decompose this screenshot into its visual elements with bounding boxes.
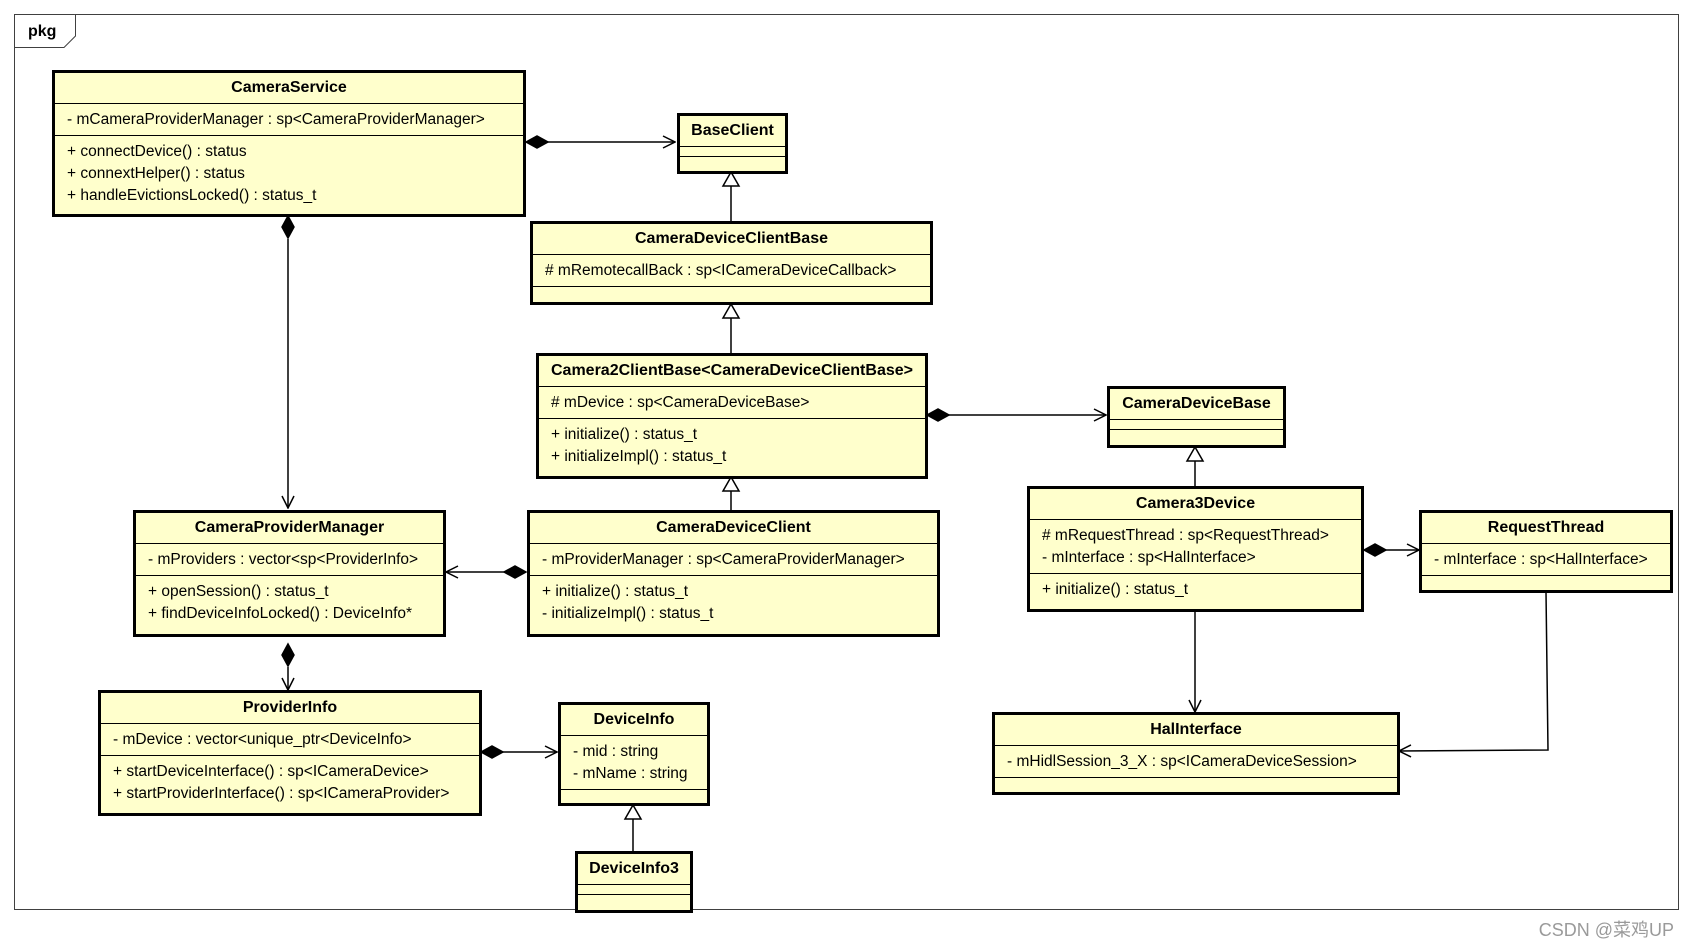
operations-compartment: + initialize() : status_t [1030, 573, 1361, 605]
attribute: - mCameraProviderManager : sp<CameraProv… [67, 111, 485, 128]
attribute: # mRemotecallBack : sp<ICameraDeviceCall… [545, 262, 897, 279]
composition-diamond-icon [1362, 543, 1388, 557]
class-name: DeviceInfo [593, 711, 675, 728]
composition-diamond-icon [502, 565, 528, 579]
class-camera-provider-manager[interactable]: CameraProviderManager - mProviders : vec… [133, 510, 446, 637]
class-name: HalInterface [1150, 721, 1242, 738]
attribute: # mDevice : sp<CameraDeviceBase> [551, 394, 810, 411]
class-camera-device-client[interactable]: CameraDeviceClient - mProviderManager : … [527, 510, 940, 637]
operations-compartment [561, 789, 707, 803]
attributes-compartment: - mInterface : sp<HalInterface> [1422, 543, 1670, 575]
attributes-compartment: - mCameraProviderManager : sp<CameraProv… [55, 103, 523, 135]
class-name: DeviceInfo3 [589, 860, 679, 877]
attributes-compartment [578, 884, 690, 894]
operations-compartment [578, 894, 690, 910]
operations-compartment [533, 286, 930, 302]
operations-compartment: + connectDevice() : status + connextHelp… [55, 135, 523, 211]
class-device-info[interactable]: DeviceInfo - mid : string - mName : stri… [558, 702, 710, 806]
attribute: - mName : string [573, 765, 688, 782]
operations-compartment: + openSession() : status_t + findDeviceI… [136, 575, 443, 629]
attribute: - mProviderManager : sp<CameraProviderMa… [542, 551, 905, 568]
attributes-compartment: - mProviderManager : sp<CameraProviderMa… [530, 543, 937, 575]
class-request-thread[interactable]: RequestThread - mInterface : sp<HalInter… [1419, 510, 1673, 593]
operations-compartment [1110, 429, 1283, 445]
edge-requestthread-halinterface [1399, 591, 1549, 751]
attribute: - mid : string [573, 743, 659, 760]
class-camera2-client-base[interactable]: Camera2ClientBase<CameraDeviceClientBase… [536, 353, 928, 479]
class-name: CameraProviderManager [194, 519, 385, 536]
operation: + openSession() : status_t [148, 583, 329, 600]
class-name: BaseClient [691, 122, 774, 139]
operation: + startDeviceInterface() : sp<ICameraDev… [113, 763, 429, 780]
composition-diamond-icon [281, 214, 295, 240]
package-tab [14, 14, 76, 48]
attributes-compartment: # mDevice : sp<CameraDeviceBase> [539, 386, 925, 418]
operations-compartment: + initialize() : status_t - initializeIm… [530, 575, 937, 629]
attributes-compartment: - mDevice : vector<unique_ptr<DeviceInfo… [101, 723, 479, 755]
attribute: # mRequestThread : sp<RequestThread> [1042, 527, 1329, 544]
operations-compartment [1422, 575, 1670, 590]
generalization-triangle-icon [1185, 445, 1205, 462]
composition-diamond-icon [479, 745, 505, 759]
package-frame [14, 14, 1679, 910]
attribute: - mProviders : vector<sp<ProviderInfo> [148, 551, 419, 568]
class-device-info3[interactable]: DeviceInfo3 [575, 851, 693, 913]
class-name: CameraDeviceBase [1122, 395, 1271, 412]
operation: - initializeImpl() : status_t [542, 605, 714, 622]
attributes-compartment: # mRequestThread : sp<RequestThread> - m… [1030, 519, 1361, 573]
class-hal-interface[interactable]: HalInterface - mHidlSession_3_X : sp<ICa… [992, 712, 1400, 795]
generalization-triangle-icon [721, 302, 741, 319]
class-name: Camera3Device [1135, 495, 1256, 512]
operation: + startProviderInterface() : sp<ICameraP… [113, 785, 450, 802]
package-label: pkg [28, 23, 57, 40]
class-name: RequestThread [1487, 519, 1605, 536]
generalization-triangle-icon [623, 803, 643, 820]
class-camera-device-client-base[interactable]: CameraDeviceClientBase # mRemotecallBack… [530, 221, 933, 305]
class-provider-info[interactable]: ProviderInfo - mDevice : vector<unique_p… [98, 690, 482, 816]
operation: + connectDevice() : status [67, 143, 247, 160]
operation: + connextHelper() : status [67, 165, 245, 182]
attributes-compartment: - mHidlSession_3_X : sp<ICameraDeviceSes… [995, 745, 1397, 777]
generalization-triangle-icon [721, 475, 741, 492]
composition-diamond-icon [925, 408, 951, 422]
composition-diamond-icon [281, 642, 295, 668]
attribute: - mInterface : sp<HalInterface> [1434, 551, 1648, 568]
operation: + initialize() : status_t [542, 583, 689, 600]
class-camera3-device[interactable]: Camera3Device # mRequestThread : sp<Requ… [1027, 486, 1364, 612]
operation: + handleEvictionsLocked() : status_t [67, 187, 317, 204]
watermark: CSDN @菜鸡UP [1538, 920, 1674, 940]
operations-compartment: + startDeviceInterface() : sp<ICameraDev… [101, 755, 479, 809]
class-name: ProviderInfo [242, 699, 338, 716]
composition-diamond-icon [524, 135, 550, 149]
generalization-triangle-icon [721, 170, 741, 187]
class-name: CameraDeviceClient [656, 519, 811, 536]
operation: + findDeviceInfoLocked() : DeviceInfo* [148, 605, 413, 622]
operations-compartment [680, 156, 785, 171]
class-camera-device-base[interactable]: CameraDeviceBase [1107, 386, 1286, 448]
operation: + initialize() : status_t [551, 426, 698, 443]
attributes-compartment: - mProviders : vector<sp<ProviderInfo> [136, 543, 443, 575]
attribute: - mHidlSession_3_X : sp<ICameraDeviceSes… [1007, 753, 1357, 770]
attributes-compartment: # mRemotecallBack : sp<ICameraDeviceCall… [533, 254, 930, 286]
class-name: CameraDeviceClientBase [635, 230, 828, 247]
class-name: CameraService [231, 79, 347, 96]
attributes-compartment [680, 146, 785, 156]
attribute: - mInterface : sp<HalInterface> [1042, 549, 1256, 566]
operations-compartment [995, 777, 1397, 792]
class-camera-service[interactable]: CameraService - mCameraProviderManager :… [52, 70, 526, 217]
attributes-compartment [1110, 419, 1283, 429]
operations-compartment: + initialize() : status_t + initializeIm… [539, 418, 925, 472]
operation: + initialize() : status_t [1042, 581, 1189, 598]
class-name: Camera2ClientBase<CameraDeviceClientBase… [551, 362, 913, 379]
class-base-client[interactable]: BaseClient [677, 113, 788, 174]
attributes-compartment: - mid : string - mName : string [561, 735, 707, 789]
attribute: - mDevice : vector<unique_ptr<DeviceInfo… [113, 731, 412, 748]
operation: + initializeImpl() : status_t [551, 448, 727, 465]
